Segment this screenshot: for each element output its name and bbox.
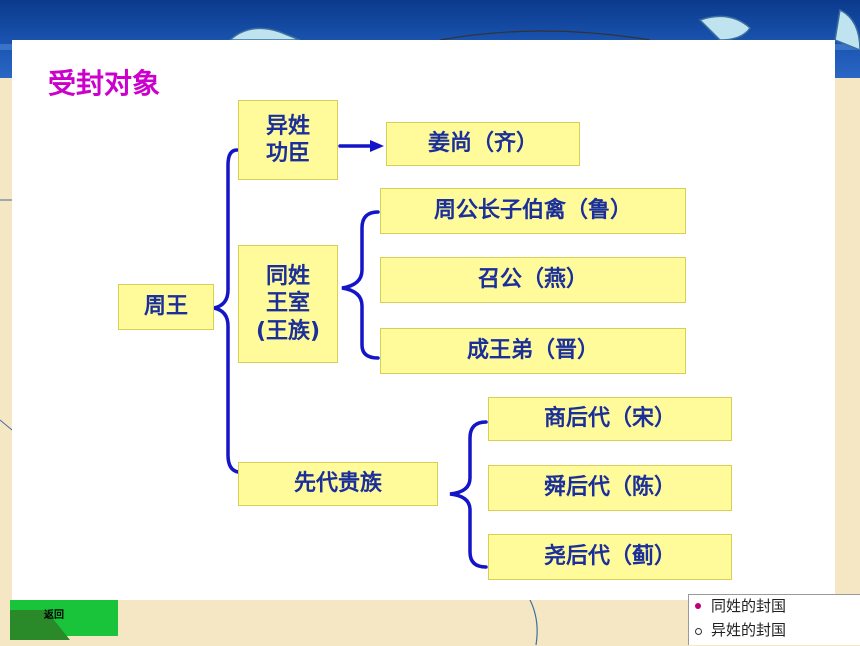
group3-brace xyxy=(449,420,488,569)
category-2-line-3: (王族) xyxy=(255,318,321,344)
child-node-boqin: 周公长子伯禽（鲁） xyxy=(380,188,686,234)
child-node-jiangshang: 姜尚（齐） xyxy=(386,122,580,166)
root-node: 周王 xyxy=(118,284,214,330)
back-button[interactable]: 返回 xyxy=(10,600,118,640)
category-node-3: 先代贵族 xyxy=(238,462,438,506)
category-2-line-1: 同姓 xyxy=(265,263,310,289)
child-node-yao: 尧后代（蓟） xyxy=(488,534,732,580)
category-node-1: 异姓 功臣 xyxy=(238,100,338,180)
filled-dot-icon xyxy=(695,603,701,609)
child-node-shaogong: 召公（燕） xyxy=(380,257,686,303)
category-1-line-1: 异姓 xyxy=(265,113,310,139)
root-brace xyxy=(213,148,240,474)
child-node-chengwangdi: 成王弟（晋） xyxy=(380,328,686,374)
legend-item-1: 同姓的封国 xyxy=(711,597,787,615)
category-1-line-2: 功臣 xyxy=(265,141,310,166)
category-2-line-2: 王室 xyxy=(265,291,310,317)
category-node-2: 同姓 王室 (王族) xyxy=(238,245,338,363)
map-legend: 同姓的封国 异姓的封国 xyxy=(688,594,860,645)
page-title: 受封对象 xyxy=(48,67,161,100)
back-button-label: 返回 xyxy=(44,610,64,621)
arrow-head xyxy=(370,140,384,152)
child-node-shang: 商后代（宋） xyxy=(488,397,732,441)
child-node-shun: 舜后代（陈） xyxy=(488,465,732,511)
group2-brace xyxy=(341,210,380,360)
hollow-dot-icon xyxy=(695,628,702,635)
legend-item-2: 异姓的封国 xyxy=(711,621,787,639)
back-arrow-icon xyxy=(10,610,70,640)
